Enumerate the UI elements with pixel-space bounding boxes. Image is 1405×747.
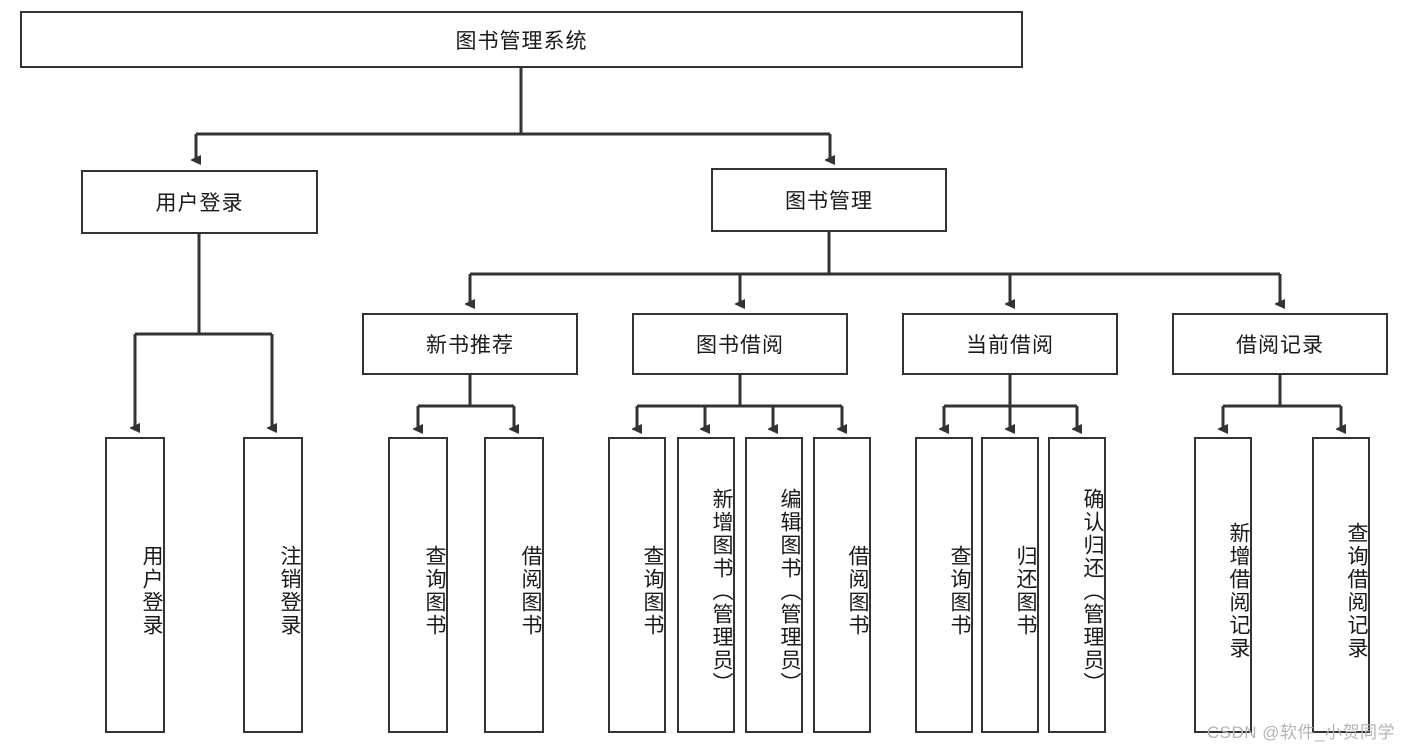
leaf-record-add-record[interactable]: 新增借阅记录 bbox=[1194, 437, 1252, 733]
leaf-user-login-logout[interactable]: 注销登录 bbox=[243, 437, 303, 733]
leaf-label: 查询图书 bbox=[423, 545, 446, 637]
leaf-borrow-edit-book-admin[interactable]: 编辑图书（管理员） bbox=[745, 437, 803, 733]
leaf-label: 归还图书 bbox=[1014, 545, 1037, 637]
leaf-borrow-query-book[interactable]: 查询图书 bbox=[608, 437, 666, 733]
leaf-borrow-borrow-book[interactable]: 借阅图书 bbox=[813, 437, 871, 733]
leaf-user-login-login[interactable]: 用户登录 bbox=[105, 437, 165, 733]
leaf-label: 注销登录 bbox=[278, 545, 301, 637]
leaf-label: 编辑图书（管理员） bbox=[778, 487, 801, 695]
leaf-current-confirm-return-admin[interactable]: 确认归还（管理员） bbox=[1048, 437, 1106, 733]
node-root[interactable]: 图书管理系统 bbox=[20, 11, 1023, 68]
node-book-management[interactable]: 图书管理 bbox=[711, 168, 947, 232]
node-root-label: 图书管理系统 bbox=[455, 29, 588, 53]
leaf-recommend-query-book[interactable]: 查询图书 bbox=[388, 437, 448, 733]
node-borrow-record[interactable]: 借阅记录 bbox=[1172, 313, 1388, 375]
leaf-current-query-book[interactable]: 查询图书 bbox=[915, 437, 973, 733]
leaf-label: 借阅图书 bbox=[846, 545, 869, 637]
leaf-label: 新增借阅记录 bbox=[1227, 522, 1250, 660]
node-user-login-label: 用户登录 bbox=[155, 192, 244, 215]
leaf-label: 新增图书（管理员） bbox=[710, 487, 733, 695]
node-user-login[interactable]: 用户登录 bbox=[81, 170, 318, 234]
leaf-record-query-record[interactable]: 查询借阅记录 bbox=[1312, 437, 1370, 733]
node-new-book-recommend[interactable]: 新书推荐 bbox=[362, 313, 578, 375]
leaf-label: 确认归还（管理员） bbox=[1081, 487, 1104, 695]
leaf-label: 借阅图书 bbox=[519, 545, 542, 637]
leaf-label: 用户登录 bbox=[140, 545, 163, 637]
leaf-label: 查询借阅记录 bbox=[1345, 522, 1368, 660]
node-current-borrow-label: 当前借阅 bbox=[966, 334, 1054, 357]
node-book-management-label: 图书管理 bbox=[785, 190, 873, 213]
node-borrow-record-label: 借阅记录 bbox=[1236, 334, 1324, 357]
node-book-borrow[interactable]: 图书借阅 bbox=[632, 313, 848, 375]
node-current-borrow[interactable]: 当前借阅 bbox=[902, 313, 1118, 375]
leaf-borrow-add-book-admin[interactable]: 新增图书（管理员） bbox=[677, 437, 735, 733]
node-book-borrow-label: 图书借阅 bbox=[696, 334, 784, 357]
watermark: CSDN @软件_小贺同学 bbox=[1206, 723, 1395, 742]
leaf-label: 查询图书 bbox=[641, 545, 664, 637]
leaf-recommend-borrow-book[interactable]: 借阅图书 bbox=[484, 437, 544, 733]
node-new-book-recommend-label: 新书推荐 bbox=[426, 334, 514, 357]
leaf-current-return-book[interactable]: 归还图书 bbox=[981, 437, 1039, 733]
leaf-label: 查询图书 bbox=[948, 545, 971, 637]
